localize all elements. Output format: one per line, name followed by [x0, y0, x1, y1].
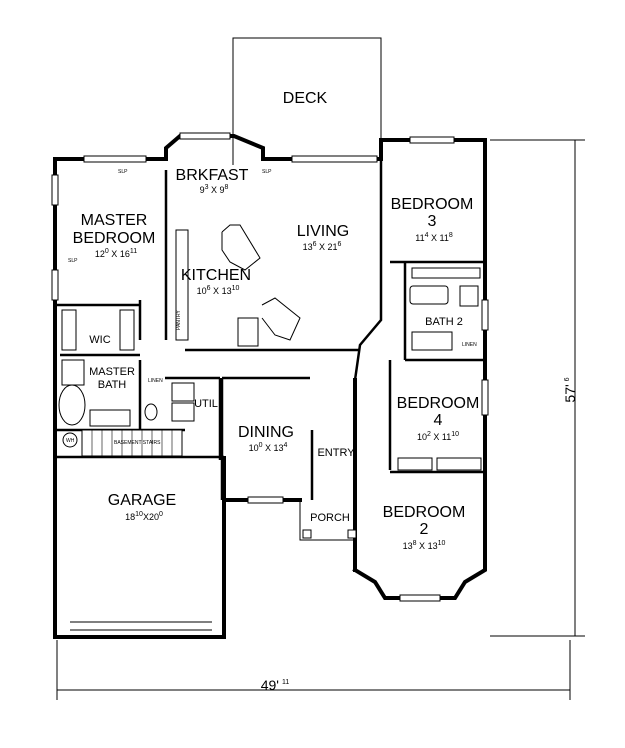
kitchen-label: KITCHEN — [181, 267, 251, 284]
pantry-label: PANTRY — [176, 310, 182, 330]
dining-dims: 100 X 134 — [249, 442, 288, 453]
bedroom3-dims: 114 X 118 — [415, 232, 453, 243]
linen-label-2: LINEN — [462, 342, 477, 348]
slp-label-3: SLP — [68, 258, 78, 264]
bedroom4-label-1: BEDROOM — [397, 395, 480, 412]
master-bath-label-1: MASTER — [89, 366, 135, 378]
bedroom4-dims: 102 X 1110 — [417, 431, 459, 442]
slp-label-1: SLP — [118, 169, 128, 175]
bedroom2-dims: 138 X 1310 — [403, 540, 446, 551]
dimension-lines — [56, 139, 585, 700]
windows — [51, 132, 489, 602]
stair-treads — [91, 430, 173, 456]
width-dimension: 49'11 — [261, 677, 290, 693]
basement-stairs-label: BASEMENT STAIRS — [114, 440, 161, 446]
living-dims: 136 X 216 — [303, 241, 342, 252]
garage-door — [70, 621, 212, 631]
kitchen-dims: 106 X 1310 — [197, 285, 240, 296]
wic-label: WIC — [89, 334, 110, 346]
dining-label: DINING — [238, 424, 294, 441]
brkfast-dims: 93 X 98 — [200, 184, 229, 195]
slp-label-2: SLP — [262, 169, 272, 175]
depth-dimension: 57'6 — [562, 377, 578, 402]
bedroom3-label-2: 3 — [428, 213, 437, 230]
interior-walls — [55, 159, 485, 500]
master-bedroom-label-2: BEDROOM — [73, 230, 156, 247]
bedroom4-label-2: 4 — [434, 412, 443, 429]
porch-label: PORCH — [310, 512, 350, 524]
linen-label-1: LINEN — [148, 378, 163, 384]
living-label: LIVING — [297, 223, 349, 240]
water-heater-label: WH — [66, 438, 75, 444]
util-label: UTIL — [194, 398, 218, 410]
garage-label: GARAGE — [108, 492, 176, 509]
bedroom2-label-2: 2 — [420, 521, 429, 538]
brkfast-label: BRKFAST — [176, 167, 249, 184]
bath2-label: BATH 2 — [425, 316, 463, 328]
master-bedroom-label-1: MASTER — [81, 212, 148, 229]
deck — [232, 37, 382, 165]
bedroom2-label-1: BEDROOM — [383, 504, 466, 521]
master-bath-label-2: BATH — [98, 379, 127, 391]
entry-label: ENTRY — [317, 447, 355, 459]
deck-label: DECK — [283, 90, 328, 107]
garage-dims: 1810X200 — [125, 511, 163, 522]
master-bedroom-dims: 120 X 1611 — [95, 248, 137, 259]
bedroom3-label-1: BEDROOM — [391, 196, 474, 213]
